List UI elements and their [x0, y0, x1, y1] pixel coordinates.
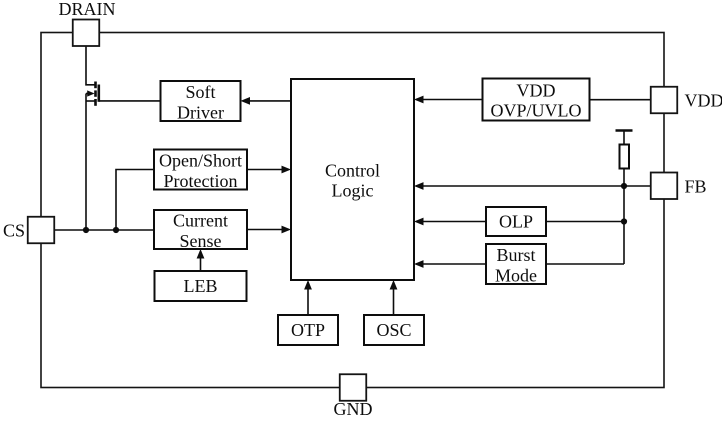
soft-driver-box	[159, 80, 242, 122]
fb-pin-box	[649, 171, 679, 200]
pin-cs: CS	[3, 215, 56, 245]
block-olp: OLP	[485, 206, 547, 237]
block-otp: OTP	[277, 314, 339, 346]
current-sense-label-line1: Current	[173, 211, 228, 231]
block-current-sense: Current Sense	[153, 209, 248, 251]
block-burst-mode: Burst Mode	[485, 243, 547, 285]
block-vdd-ovp-uvlo: VDD OVP/UVLO	[481, 77, 591, 122]
arrow-vdd-ovp-into-control	[414, 95, 424, 104]
arrow-leb-into-current-sense	[196, 249, 205, 259]
block-soft-driver: Soft Driver	[159, 80, 242, 122]
pin-drain: DRAIN	[59, 0, 116, 47]
leb-box	[153, 270, 248, 302]
arrow-fb-into-control	[414, 182, 424, 190]
open-short-label-line2: Protection	[164, 171, 238, 191]
control-logic-label-line2: Logic	[332, 181, 374, 201]
control-logic-box	[290, 78, 415, 281]
open-short-box	[153, 148, 248, 191]
burst-mode-label-line2: Mode	[495, 265, 537, 285]
current-sense-label-line2: Sense	[180, 231, 222, 251]
gnd-pin-box	[338, 373, 368, 402]
osc-label: OSC	[376, 320, 411, 340]
resistor-body	[618, 143, 630, 170]
olp-label: OLP	[499, 212, 533, 232]
control-logic-label-line1: Control	[325, 161, 380, 181]
vdd-ovp-uvlo-box	[481, 77, 591, 122]
vdd-ovp-uvlo-label-line1: VDD	[517, 81, 556, 101]
osc-box	[363, 314, 425, 346]
cs-pin-box	[26, 215, 56, 245]
mosfet-body-arrow	[87, 90, 95, 97]
vdd-pin-label: VDD	[685, 91, 722, 111]
gnd-pin-label: GND	[334, 399, 373, 419]
vdd-ovp-uvlo-label-line2: OVP/UVLO	[490, 101, 581, 121]
drain-pin-box	[71, 18, 101, 47]
fb-pin-label: FB	[685, 177, 707, 197]
block-control-logic: Control Logic	[290, 78, 415, 281]
open-short-label-line1: Open/Short	[159, 151, 242, 171]
pin-vdd: VDD	[649, 85, 722, 115]
block-open-short-protection: Open/Short Protection	[153, 148, 248, 191]
mosfet-symbol	[86, 81, 101, 106]
current-sense-box	[153, 209, 248, 250]
resistor-symbol	[615, 129, 633, 186]
drain-pin-label: DRAIN	[59, 0, 116, 19]
arrow-burst-into-control	[414, 260, 424, 268]
wire-drain-to-mosfet	[85, 45, 96, 86]
junction-dot-source-cs	[82, 226, 90, 234]
pin-gnd: GND	[334, 373, 373, 419]
arrow-into-soft-driver	[240, 97, 250, 105]
burst-mode-label-line1: Burst	[496, 245, 535, 265]
burst-mode-box	[485, 243, 547, 285]
soft-driver-label-line1: Soft	[185, 82, 215, 102]
arrow-otp-into-control	[304, 280, 312, 290]
cs-pin-label: CS	[3, 221, 25, 241]
arrow-open-short-into-control	[281, 165, 291, 174]
pin-fb: FB	[649, 171, 707, 200]
wire-cs-to-open-short	[115, 168, 154, 230]
vdd-pin-box	[649, 85, 679, 115]
arrow-olp-into-control	[414, 217, 424, 226]
block-leb: LEB	[153, 270, 248, 302]
leb-label: LEB	[184, 276, 218, 296]
otp-label: OTP	[291, 320, 325, 340]
junction-dot-open-short-branch	[112, 226, 120, 234]
block-osc: OSC	[363, 314, 425, 346]
arrow-current-sense-into-control	[281, 225, 291, 234]
olp-box	[485, 206, 547, 237]
junction-dot-olp-branch	[620, 218, 628, 225]
soft-driver-label-line2: Driver	[177, 102, 224, 122]
arrow-osc-into-control	[389, 280, 398, 290]
arrowheads	[196, 95, 424, 290]
otp-box	[277, 314, 339, 346]
